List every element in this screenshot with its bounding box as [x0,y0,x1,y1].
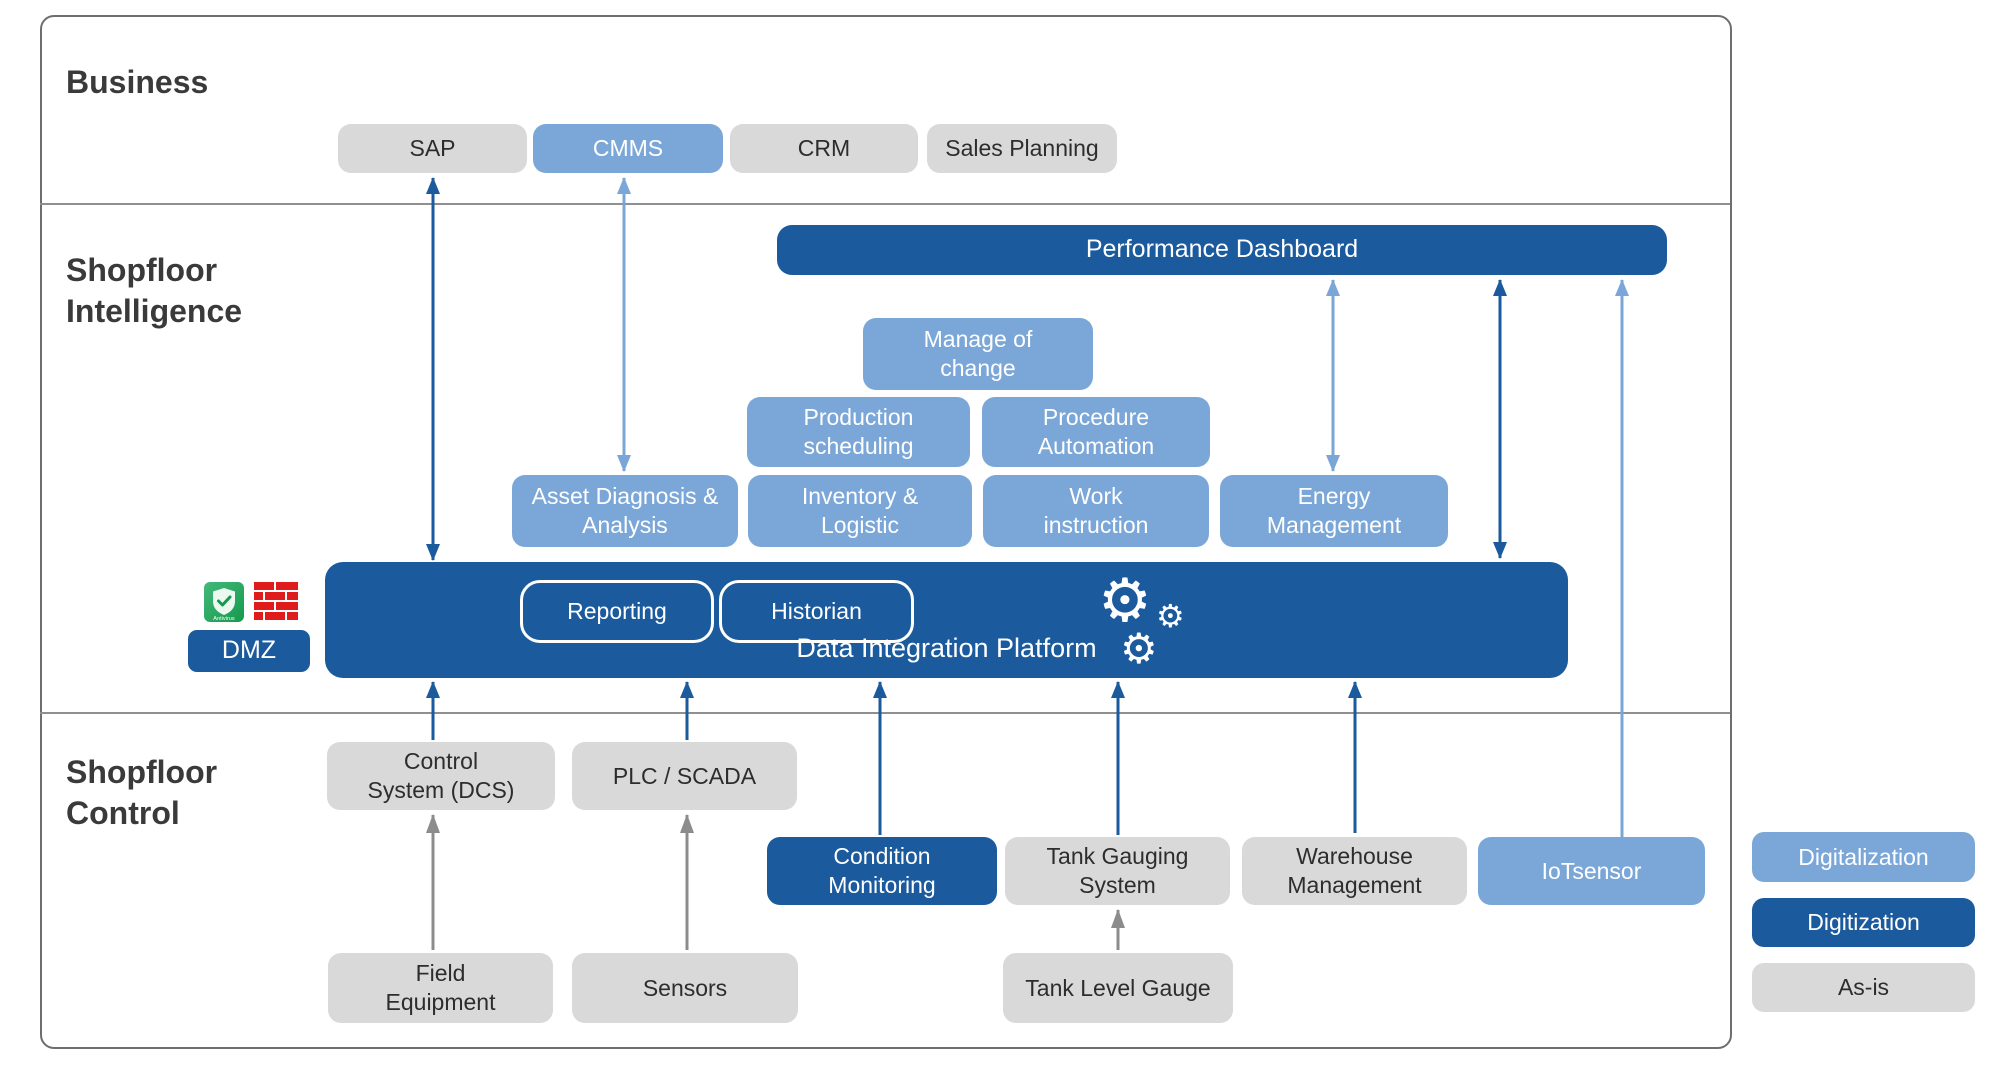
data-integration-platform-label: Data Integration Platform [796,633,1097,663]
box-condition-monitoring: Condition Monitoring [767,837,997,905]
section-label-shopfloor-control: Shopfloor Control [66,754,218,831]
box-sales-planning: Sales Planning [927,124,1117,173]
box-energy-management: Energy Management [1220,475,1448,547]
box-work-instruction: Work instruction [983,475,1209,547]
box-asset-diagnosis-analysis: Asset Diagnosis & Analysis [512,475,738,547]
legend-item-digitalization: Digitalization [1752,832,1975,882]
gear-icon: ⚙ [1156,597,1185,635]
antivirus-icon: Antivirus [204,582,244,622]
box-crm: CRM [730,124,918,173]
box-performance-dashboard: Performance Dashboard [777,225,1667,275]
legend-item-as-is: As-is [1752,963,1975,1012]
svg-text:Antivirus: Antivirus [213,616,235,622]
firewall-icon [254,582,298,622]
box-reporting: Reporting [520,580,714,643]
box-manage-of-change: Manage of change [863,318,1093,390]
box-plc-scada: PLC / SCADA [572,742,797,810]
gear-icon: ⚙ [1098,566,1152,636]
intelligence-control-divider [40,712,1730,714]
gear-icon: ⚙ [1120,624,1158,673]
box-tank-gauging-system: Tank Gauging System [1005,837,1230,905]
box-inventory-logistic: Inventory & Logistic [748,475,972,547]
box-cmms: CMMS [533,124,723,173]
business-intelligence-divider [40,203,1730,205]
box-dmz: DMZ [188,630,310,672]
box-iot-sensor: IoTsensor [1478,837,1705,905]
box-warehouse-management: Warehouse Management [1242,837,1467,905]
box-tank-level-gauge: Tank Level Gauge [1003,953,1233,1023]
box-sensors: Sensors [572,953,798,1023]
box-historian: Historian [719,580,914,643]
box-sap: SAP [338,124,527,173]
section-label-shopfloor-intelligence: Shopfloor Intelligence [66,252,243,329]
legend-item-digitization: Digitization [1752,898,1975,947]
box-production-scheduling: Production scheduling [747,397,970,467]
section-label-business: Business [66,64,209,100]
box-procedure-automation: Procedure Automation [982,397,1210,467]
box-field-equipment: Field Equipment [328,953,553,1023]
box-control-system-dcs: Control System (DCS) [327,742,555,810]
